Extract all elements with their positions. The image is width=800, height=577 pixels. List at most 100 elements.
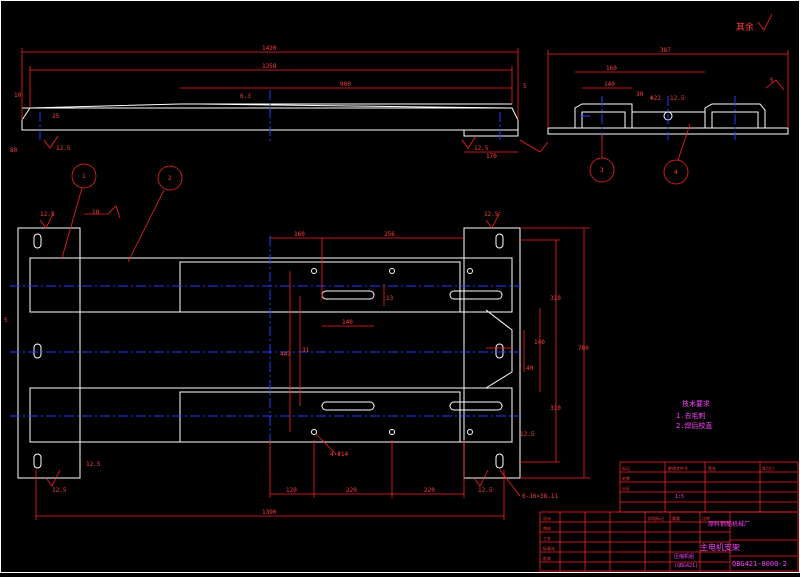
dim-center: 900 <box>340 81 351 88</box>
front-view: 1420 1258 900 10 25 80 170 5 12.5 12.5 6… <box>10 45 549 160</box>
side-dim-weld: 5 <box>770 77 774 84</box>
plan-dim-r1: 310 <box>550 295 561 302</box>
roughness-label: 6.3 <box>240 93 251 100</box>
side-dim-h1: 30 <box>636 91 644 98</box>
balloon-1-label: 1 <box>82 173 86 180</box>
plate-slot <box>495 233 504 249</box>
slot <box>321 401 375 411</box>
tb-small-text: 批准 <box>543 555 551 561</box>
tb-small-text: 签名 <box>708 465 716 471</box>
plan-dim-v1: 31 <box>302 347 310 354</box>
roughness-symbol <box>461 135 477 149</box>
plan-roughness: 12.5 <box>52 487 67 494</box>
plan-dim-slot-w: 140 <box>342 319 353 326</box>
plan-weld: 10 <box>92 209 100 216</box>
drawing-number: QBG421-8000-2 <box>732 560 787 568</box>
balloon-3-label: 3 <box>600 167 604 174</box>
plan-dim-slot-h: 13 <box>386 295 394 302</box>
tb-small-text: 标记 <box>622 465 630 471</box>
plan-dim-v2: 447 <box>280 351 291 358</box>
balloon-3 <box>589 157 615 183</box>
side-dim-mid: 140 <box>604 81 615 88</box>
tb-small-text: 设计 <box>543 515 551 521</box>
balloon-2 <box>157 165 183 191</box>
plan-roughness: 12.5 <box>40 211 55 218</box>
leader-line <box>61 187 83 259</box>
plan-bottom-beam-inner <box>179 391 461 443</box>
plan-dim-r2: 310 <box>550 405 561 412</box>
plan-dim-top-left: 160 <box>294 231 305 238</box>
plan-dim-b1: 120 <box>286 487 297 494</box>
tb-small-text: 分区 <box>622 485 630 491</box>
side-channel-right <box>704 103 766 128</box>
roughness-symbol <box>757 13 773 31</box>
slot <box>449 401 503 411</box>
roughness-symbol <box>473 469 489 487</box>
plan-dim-b2: 220 <box>346 487 357 494</box>
weld-symbol <box>765 79 785 91</box>
side-channel-left-inner <box>581 111 626 128</box>
plan-left-plate <box>17 227 81 479</box>
tb-small-text: 阶段标记 <box>648 515 664 521</box>
dim-h-left: 10 <box>14 92 22 99</box>
hole <box>467 429 473 435</box>
balloon-1 <box>71 163 97 189</box>
notes-heading: 技术要求 <box>682 399 710 408</box>
side-channel-right-inner <box>711 111 759 128</box>
plan-view: 160 256 140 13 31 447 780 310 310 140 40… <box>4 163 590 520</box>
plan-dim-h-total: 780 <box>578 345 589 352</box>
side-dim-r: 12.5 <box>670 95 685 102</box>
tb-small-text: 重量 <box>672 515 680 521</box>
side-dim-overall: 387 <box>660 47 671 54</box>
notes-item-2: 2.焊后校直 <box>676 421 712 430</box>
notes-item-1: 1.去毛刺 <box>676 411 705 420</box>
plan-weld-left: 5 <box>4 317 8 324</box>
plate-slot <box>33 233 42 249</box>
plan-roughness: 12.5 <box>86 461 101 468</box>
tb-small-text: 比例 <box>702 515 710 521</box>
weld-symbol <box>84 205 121 219</box>
plate-slot <box>495 453 504 469</box>
balloon-2-label: 2 <box>168 175 172 182</box>
tb-small-text: 年月日 <box>762 465 774 471</box>
balloon-4-label: 4 <box>674 169 678 176</box>
scale-value: 1:5 <box>675 494 684 500</box>
leader-line <box>499 469 521 497</box>
hole <box>311 429 317 435</box>
leader-line <box>315 433 337 455</box>
plan-top-beam <box>29 257 513 313</box>
tb-small-text: 审核 <box>543 525 551 531</box>
dim-height: 80 <box>10 147 18 154</box>
hole <box>389 429 395 435</box>
dim-inner: 1258 <box>262 63 277 70</box>
gusset <box>485 309 513 389</box>
part-name: 主电机支架 <box>700 542 740 552</box>
title-block: 原料钢筋机械厂 主电机支架 QBG421-8000-2 压缩机组 (QBG421… <box>539 461 799 572</box>
front-view-foot <box>463 129 519 137</box>
slot <box>321 290 375 300</box>
plan-roughness: 12.5 <box>484 211 499 218</box>
tb-small-text: 工艺 <box>543 536 551 541</box>
plan-top-beam-inner <box>179 261 461 313</box>
leader-line <box>677 123 691 161</box>
revision-table-frame <box>619 461 799 513</box>
hole <box>467 268 473 274</box>
side-dim-top: 160 <box>606 65 617 72</box>
plan-dim-top-mid: 256 <box>384 231 395 238</box>
plan-dim-r4: 40 <box>526 365 534 372</box>
roughness-other-label: 其余 <box>736 21 754 33</box>
side-dim-hole: Φ22 <box>650 95 661 102</box>
plan-slot-note: 6-16×38.11 <box>522 493 559 500</box>
plan-roughness: 12.5 <box>520 431 535 438</box>
roughness-symbol <box>485 211 501 229</box>
roughness-label: 12.5 <box>474 145 489 152</box>
balloon-4 <box>663 159 689 185</box>
dim-right-w: 170 <box>486 153 497 160</box>
company-name: 原料钢筋机械厂 <box>708 520 750 528</box>
plan-dim-b3: 220 <box>424 487 435 494</box>
weld-symbol <box>519 139 549 153</box>
side-view: 387 160 140 30 Φ22 12.5 5 3 4 <box>547 47 789 185</box>
roughness-symbol <box>45 469 61 487</box>
